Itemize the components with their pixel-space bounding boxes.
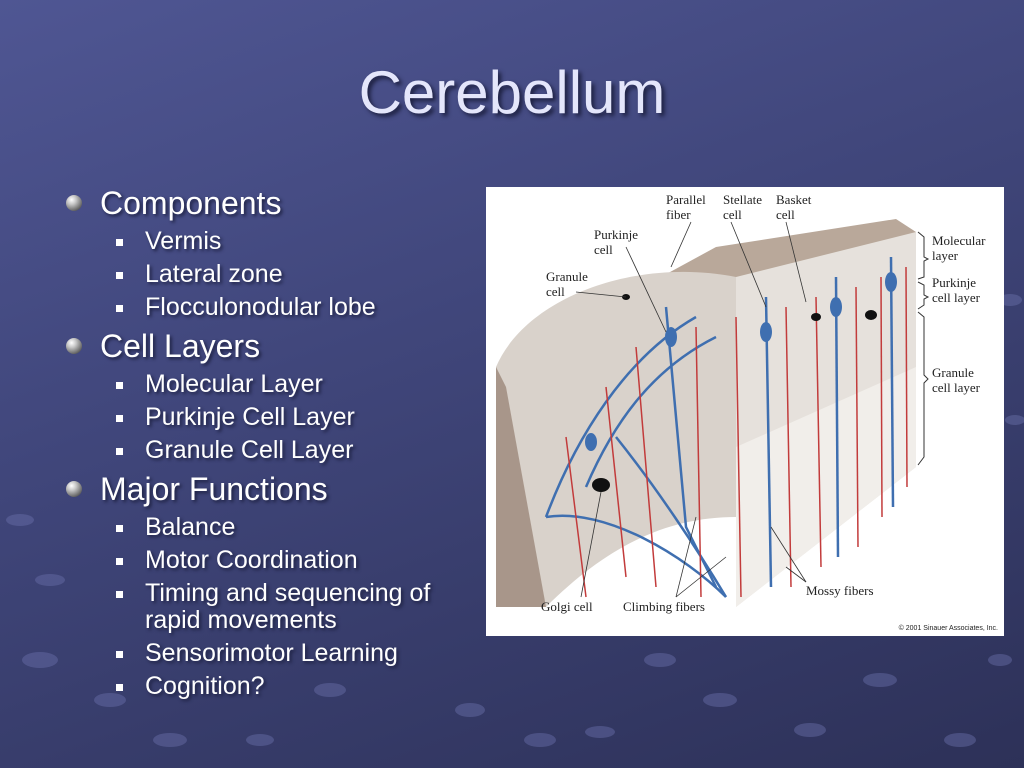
list-item: Lateral zone: [64, 261, 484, 288]
square-bullet-icon: [116, 651, 123, 658]
sphere-bullet-icon: [66, 195, 82, 211]
label-molecular-layer: Molecular layer: [932, 233, 986, 263]
leader-lines: [575, 221, 807, 598]
cerebellum-cortex-diagram: Parallel fiber Stellate cell Basket cell…: [486, 187, 1004, 636]
label-climbing-fibers: Climbing fibers: [623, 599, 705, 614]
list-item: Cognition?: [64, 673, 484, 700]
list-item: Molecular Layer: [64, 371, 484, 398]
square-bullet-icon: [116, 415, 123, 422]
label-basket-cell: Basket cell: [776, 192, 812, 222]
square-bullet-icon: [116, 684, 123, 691]
bullet-list: Components Vermis Lateral zone Flocculon…: [64, 178, 484, 700]
list-item: Sensorimotor Learning: [64, 640, 484, 667]
list-item: Motor Coordination: [64, 547, 484, 574]
granule-zone: [736, 367, 916, 607]
list-item: Timing and sequencing of rapid movements: [64, 580, 484, 634]
section-heading: Major Functions: [64, 470, 484, 508]
label-purkinje-cell: Purkinje cell: [594, 227, 639, 257]
label-mossy-fibers: Mossy fibers: [806, 583, 874, 598]
square-bullet-icon: [116, 591, 123, 598]
label-granule-cell-layer: Granule cell layer: [932, 365, 980, 395]
list-item: Vermis: [64, 228, 484, 255]
list-item: Granule Cell Layer: [64, 437, 484, 464]
square-bullet-icon: [116, 525, 123, 532]
label-golgi-cell: Golgi cell: [541, 599, 593, 614]
diagram-drawing: [496, 219, 930, 607]
red-fibers: [565, 266, 908, 598]
square-bullet-icon: [116, 239, 123, 246]
square-bullet-icon: [116, 272, 123, 279]
label-purkinje-cell-layer: Purkinje cell layer: [932, 275, 980, 305]
sphere-bullet-icon: [66, 481, 82, 497]
square-bullet-icon: [116, 448, 123, 455]
square-bullet-icon: [116, 558, 123, 565]
layer-braces: [917, 231, 930, 466]
purkinje-cell-bodies: [585, 272, 897, 451]
slide-title: Cerebellum: [358, 59, 666, 126]
label-stellate-cell: Stellate cell: [723, 192, 762, 222]
label-granule-cell: Granule cell: [546, 269, 588, 299]
folium-face: [496, 271, 736, 607]
square-bullet-icon: [116, 305, 123, 312]
label-parallel-fiber: Parallel fiber: [666, 192, 706, 222]
block-side-face: [496, 367, 546, 607]
list-item: Flocculonodular lobe: [64, 294, 484, 321]
list-item: Balance: [64, 514, 484, 541]
section-heading: Cell Layers: [64, 327, 484, 365]
square-bullet-icon: [116, 382, 123, 389]
list-item: Purkinje Cell Layer: [64, 404, 484, 431]
sphere-bullet-icon: [66, 338, 82, 354]
section-heading: Components: [64, 184, 484, 222]
copyright-note: © 2001 Sinauer Associates, Inc.: [898, 625, 998, 632]
